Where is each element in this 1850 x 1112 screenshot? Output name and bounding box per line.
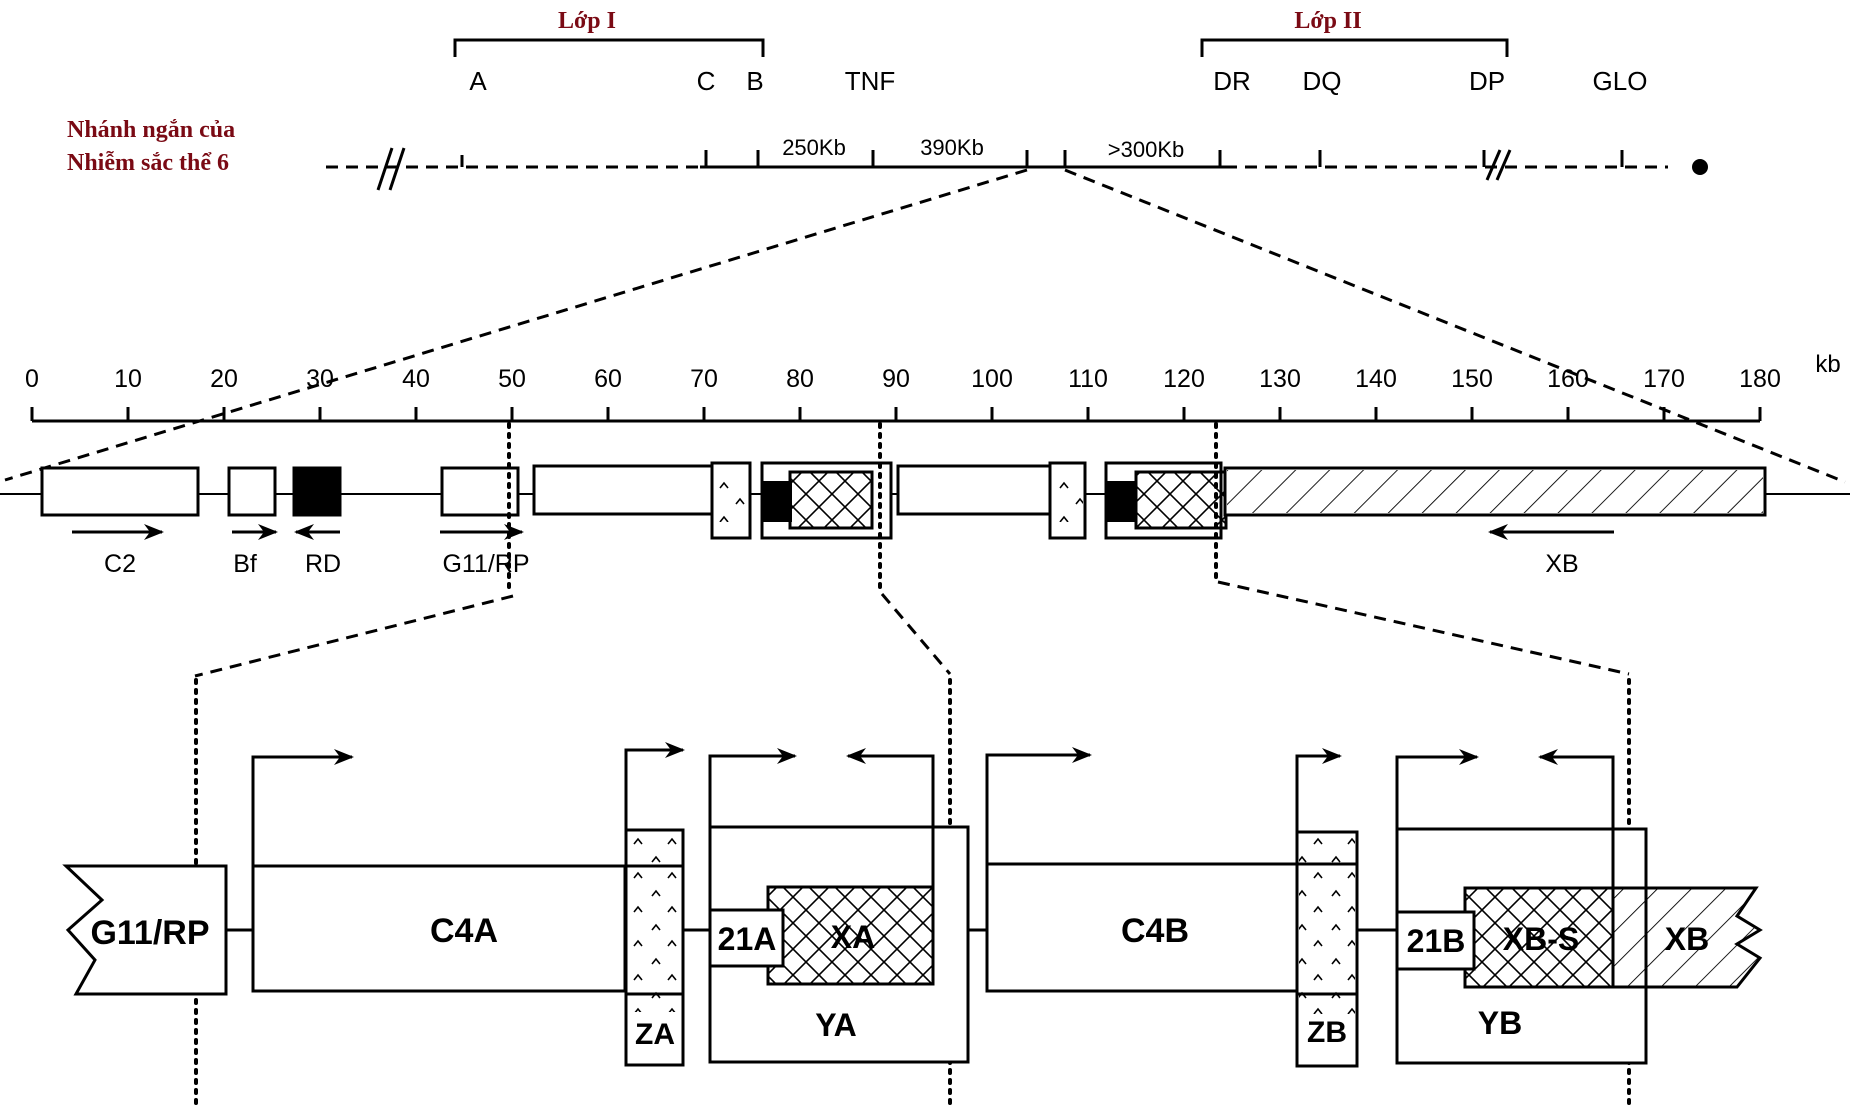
class-ii-label: Lớp II [1294,8,1361,34]
label-c2: C2 [104,550,136,578]
gene-box-c2 [40,466,200,517]
locus-c: C [697,66,716,96]
label-g11: G11/RP [442,550,529,578]
detail-gene-21a [708,908,785,968]
promoter-arrow-za [624,742,685,830]
connector-dashed-3 [1217,580,1630,676]
centromere-dot [1692,159,1708,175]
gene-box-xbs [1134,470,1228,530]
gene-box-21a [762,481,792,522]
locus-dp: DP [1469,66,1505,96]
gene-box-rd [292,466,342,517]
scale-label-0: 0 [25,365,39,393]
chromosome-break-left [376,147,406,191]
detail-label-c4b: C4B [1121,912,1189,950]
scale-label-140: 140 [1355,365,1397,393]
chromosome-ticks [460,150,1624,167]
detail-gene-xb [1611,886,1763,989]
distance-300kb: >300Kb [1108,137,1184,162]
detail-label-zb: ZB [1307,1016,1347,1049]
detail-label-c4a: C4A [430,912,498,950]
za-pattern [714,478,748,522]
detail-label-g11: G11/RP [90,914,209,952]
scale-label-160: 160 [1547,365,1589,393]
promoter-arrow-21a [708,748,797,827]
locus-dr: DR [1213,66,1251,96]
connector-dashed-1 [194,594,514,678]
scale-label-90: 90 [882,365,910,393]
detail-gene-c4b [985,862,1299,993]
zoom-line-right [1064,168,1846,484]
locus-glo: GLO [1593,66,1648,96]
kb-scale: kb 0 10 20 30 40 50 60 70 80 90 100 110 120 130 140 150… [25,351,1841,423]
zb-pattern [1052,478,1083,522]
detail-label-21b: 21B [1407,923,1466,959]
distance-390kb: 390Kb [920,135,984,160]
scale-label-130: 130 [1259,365,1301,393]
detail-label-za: ZA [635,1018,675,1051]
detail-label-xa: XA [831,919,875,955]
class-i-bracket [453,38,765,57]
zb-detail-pattern [1299,834,1355,1014]
zoom-line-left [4,168,1028,482]
promoter-arrow-21b [1395,749,1479,829]
promoter-arrow-xa [846,748,935,827]
detail-label-xbs: XB-S [1503,921,1579,957]
label-bf: Bf [233,550,257,578]
class-ii-bracket [1200,38,1509,57]
locus-b: B [746,66,763,96]
promoter-arrow-c4a [251,749,354,866]
scale-label-100: 100 [971,365,1013,393]
promoter-arrow-xbs [1538,749,1615,829]
scale-label-10: 10 [114,365,142,393]
scale-label-70: 70 [690,365,718,393]
detail-label-ya: YA [815,1007,857,1043]
detail-label-xb: XB [1665,921,1709,957]
scale-label-180: 180 [1739,365,1781,393]
gene-box-g11 [440,466,520,517]
detail-gene-g11 [62,864,228,996]
locus-dq: DQ [1303,66,1342,96]
chromosome-title-line1: Nhánh ngắn của [67,117,235,143]
c4-region-detail: G11/RP C4A ZA 21A XA YA C4B ZB [62,742,1763,1068]
scale-label-40: 40 [402,365,430,393]
xb-hatch [1227,470,1763,513]
label-xb: XB [1545,550,1578,578]
scale-label-120: 120 [1163,365,1205,393]
scale-label-110: 110 [1068,365,1108,393]
scale-label-80: 80 [786,365,814,393]
promoter-arrow-c4b [985,747,1092,864]
gene-map-180kb: C2 Bf RD G11/RP XB [0,461,1850,578]
scale-label-20: 20 [210,365,238,393]
scale-unit-label: kb [1815,351,1840,378]
connector-dashed-2 [880,593,952,675]
detail-label-yb: YB [1478,1005,1522,1041]
scale-label-50: 50 [498,365,526,393]
chromosome-break-right [1485,149,1512,181]
scale-label-60: 60 [594,365,622,393]
gene-box-c4a [532,464,714,516]
gene-box-21b [1106,481,1136,522]
chromosome-6-short-arm: Nhánh ngắn của Nhiễm sắc thể 6 Lớp I Lớp… [4,8,1846,484]
gene-box-bf [227,466,277,517]
chromosome-title-line2: Nhiễm sắc thể 6 [67,150,229,176]
class-i-label: Lớp I [558,8,616,34]
distance-250kb: 250Kb [782,135,846,160]
detail-label-21a: 21A [718,921,777,957]
label-rd: RD [305,550,341,578]
scale-label-30: 30 [306,365,334,393]
scale-label-170: 170 [1643,365,1685,393]
za-detail-pattern [628,832,681,1012]
locus-a: A [469,66,487,96]
promoter-arrow-zb [1295,748,1342,832]
locus-tnf: TNF [845,66,896,96]
scale-label-150: 150 [1451,365,1493,393]
detail-gene-21b [1395,910,1476,971]
gene-box-c4b [896,464,1052,516]
gene-box-xa [788,470,874,530]
